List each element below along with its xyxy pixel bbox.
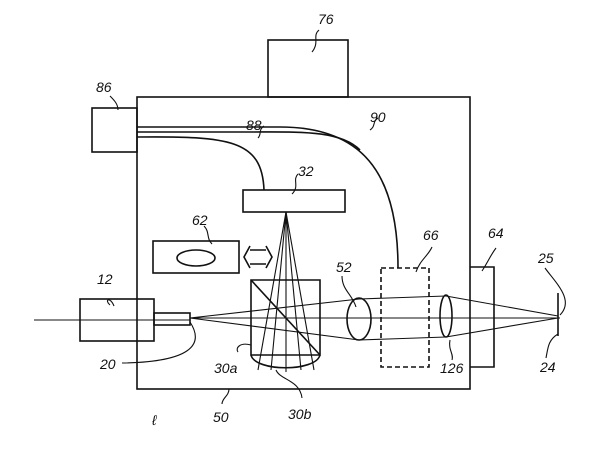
- label-30a: 30a: [214, 360, 238, 376]
- label-24: 24: [539, 359, 556, 375]
- detector-32: [242, 189, 346, 213]
- component-64: [470, 266, 495, 368]
- lens-126: [439, 294, 453, 338]
- label-126: 126: [440, 360, 464, 376]
- label-50: 50: [213, 409, 229, 425]
- fiber-20: [153, 312, 191, 326]
- lens-52: [346, 297, 372, 341]
- component-76: [267, 39, 349, 98]
- label-20: 20: [99, 356, 116, 372]
- leader-lines: [106, 29, 566, 405]
- label-64: 64: [488, 225, 504, 241]
- label-86: 86: [96, 79, 112, 95]
- fiber-88: [136, 136, 265, 191]
- leader-20: [121, 321, 196, 364]
- housing-50: [136, 96, 471, 390]
- label-90: 90: [370, 109, 386, 125]
- label-66: 66: [423, 227, 439, 243]
- filter-62: [152, 240, 240, 274]
- label-30b: 30b: [288, 406, 312, 422]
- label-76: 76: [318, 11, 334, 27]
- double-arrow-icon: [243, 245, 273, 269]
- component-66: [380, 267, 430, 368]
- label-62: 62: [192, 212, 208, 228]
- label-10: ℓ: [151, 412, 157, 428]
- lens-30b: [250, 354, 321, 369]
- label-25: 25: [537, 250, 554, 266]
- fiber-88b: [137, 131, 361, 151]
- label-52: 52: [336, 259, 352, 275]
- label-32: 32: [298, 163, 314, 179]
- label-12: 12: [97, 271, 113, 287]
- filter-lens: [176, 249, 216, 267]
- splitter-diagonal: [250, 279, 321, 356]
- light-fan: [257, 211, 315, 372]
- fiber-90: [137, 126, 399, 269]
- beam-paths: [189, 295, 560, 341]
- component-86: [91, 107, 138, 153]
- label-88: 88: [246, 117, 262, 133]
